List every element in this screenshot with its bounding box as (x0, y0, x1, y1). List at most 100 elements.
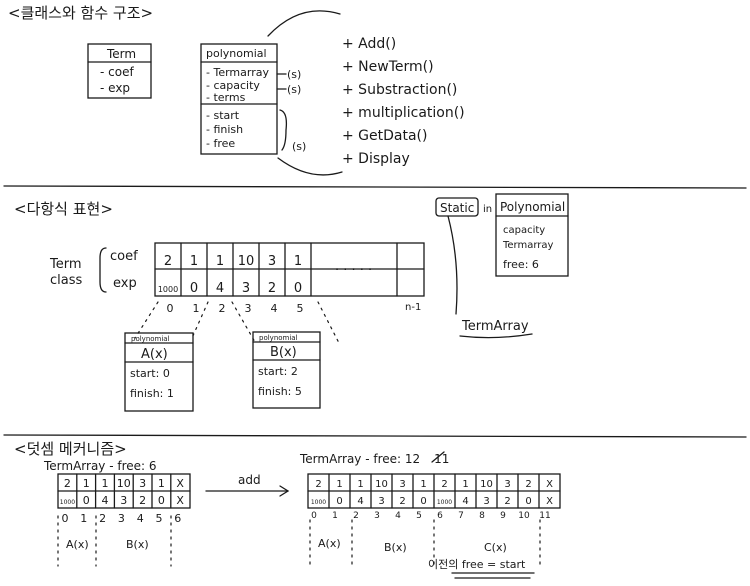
coef-cell: 2 (525, 479, 531, 490)
array-index: 0 (62, 512, 69, 525)
array-index: 1 (332, 511, 338, 521)
term-class-box: Term - coef - exp (87, 43, 152, 99)
coef-cell: 1 (83, 477, 90, 490)
exp-cell: 0 (190, 281, 198, 296)
exp-label: exp (113, 276, 137, 291)
array-index: 3 (374, 511, 380, 521)
exp-cell: 3 (378, 496, 384, 507)
right-group-b: B(x) (384, 541, 407, 554)
array-index: 2 (219, 302, 226, 315)
exp-cell: 1000 (158, 285, 178, 294)
object-a-tag: polynomial (131, 335, 170, 343)
exp-cell: 2 (139, 494, 146, 507)
static-mark-capacity: (s) (287, 83, 301, 96)
exp-cell: 3 (483, 496, 489, 507)
coef-cell: 1 (336, 479, 342, 490)
in-tag: in (483, 204, 492, 215)
array-index: 10 (518, 511, 530, 521)
static-mark-group: (s) (292, 140, 306, 153)
array-index: 6 (437, 511, 443, 521)
termarray-label: TermArray (461, 319, 529, 334)
static-tag-box (435, 197, 479, 217)
exp-cell: 4 (216, 281, 224, 296)
left-caption: TermArray - free: 6 (43, 459, 157, 473)
exp-cell: 4 (102, 494, 109, 507)
term-class-name: Term (106, 47, 136, 61)
exp-cell: 1000 (60, 499, 75, 506)
coef-cell: 3 (504, 479, 510, 490)
array-index: 5 (416, 511, 422, 521)
array-last-index: n-1 (405, 302, 421, 313)
termarray-arrow (447, 215, 458, 315)
object-b: polynomial B(x) start: 2 finish: 5 (252, 331, 321, 409)
term-class-label-2: class (50, 273, 82, 288)
section2-title: <다항식 표현> (14, 200, 113, 218)
coef-cell: 1 (216, 254, 224, 269)
coef-cell: 10 (375, 479, 388, 490)
exp-cell: X (546, 496, 553, 507)
methods-arc-bottom (277, 157, 343, 176)
coef-cell: 1 (357, 479, 363, 490)
exp-cell: 0 (294, 281, 302, 296)
row-bracket (99, 247, 107, 293)
coef-cell: 2 (315, 479, 321, 490)
exp-cell: X (176, 494, 184, 507)
right-group-a: A(x) (318, 537, 341, 550)
array-index: 5 (156, 512, 163, 525)
term-field-coef: - coef (100, 65, 134, 79)
array-index: 4 (271, 302, 278, 315)
array-index: 11 (539, 511, 550, 521)
method-display: + Display (342, 151, 410, 167)
method-add: + Add() (342, 36, 396, 52)
array-index: 3 (245, 302, 252, 315)
poly-field-start: - start (206, 109, 240, 122)
term-field-exp: - exp (100, 81, 130, 95)
object-a: polynomial A(x) start: 0 finish: 1 (124, 332, 194, 412)
exp-cell: 0 (525, 496, 531, 507)
exp-cell: 4 (357, 496, 363, 507)
methods-arc-top (267, 10, 341, 37)
method-multiplication: + multiplication() (342, 105, 465, 121)
array-index: 5 (297, 302, 304, 315)
array-index: 7 (458, 511, 464, 521)
object-b-start: start: 2 (258, 365, 298, 378)
coef-cell: 10 (238, 254, 255, 269)
array-index: 2 (353, 511, 359, 521)
coef-cell: 1 (102, 477, 109, 490)
coef-cell: 3 (139, 477, 146, 490)
static-mark-termarray: (s) (287, 68, 301, 81)
left-group-b: B(x) (126, 538, 149, 551)
termarray-underline (459, 333, 533, 339)
array-index: 9 (500, 511, 506, 521)
exp-cell: 3 (242, 281, 250, 296)
free-note: 이전의 free = start (428, 558, 526, 571)
array-index: 2 (99, 512, 106, 525)
coef-cell: 3 (268, 254, 276, 269)
polynomial-static-box: Polynomial capacity Termarray free: 6 (495, 193, 569, 277)
poly-box-capacity: capacity (503, 225, 545, 236)
exp-cell: 2 (268, 281, 276, 296)
array-index: 1 (193, 302, 200, 315)
coef-cell: 1 (462, 479, 468, 490)
poly-field-finish: - finish (206, 123, 243, 136)
array-index: 3 (118, 512, 125, 525)
coef-cell: 1 (190, 254, 198, 269)
object-a-finish: finish: 1 (130, 387, 174, 400)
section-divider-2 (3, 434, 747, 438)
exp-cell: 0 (83, 494, 90, 507)
poly-box-free: free: 6 (503, 258, 539, 271)
coef-cell: 1 (420, 479, 426, 490)
polynomial-class-box: polynomial - Termarray - capacity - term… (200, 43, 278, 155)
section-divider-1 (3, 185, 747, 189)
term-class-label-1: Term (49, 257, 82, 272)
exp-cell: 0 (336, 496, 342, 507)
object-a-start: start: 0 (130, 367, 170, 380)
method-newterm: + NewTerm() (342, 59, 434, 75)
poly-field-termarray: - Termarray (206, 66, 269, 79)
method-getdata: + GetData() (342, 128, 427, 144)
coef-cell: 2 (164, 254, 172, 269)
